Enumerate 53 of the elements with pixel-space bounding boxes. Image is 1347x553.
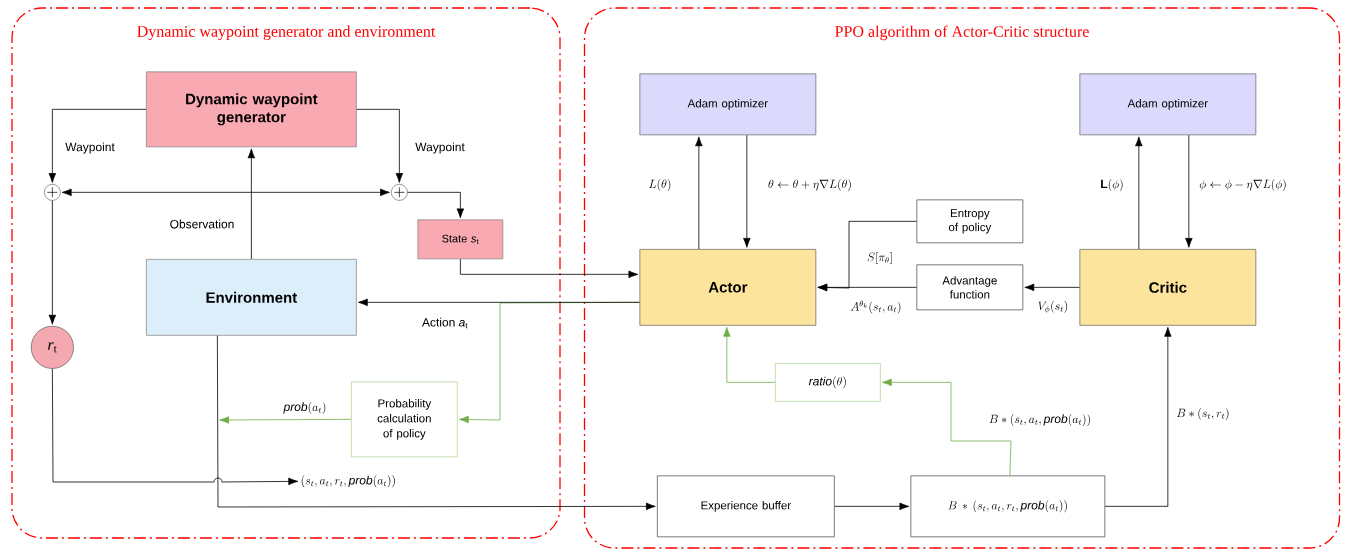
actor-box: Actor: [639, 249, 817, 326]
edge-label: $\theta \leftarrow \theta + \eta\nabla L(\theta)$: [767, 178, 853, 192]
edge-label: $\phi \leftarrow \phi - \eta\nabla L(\phi)$: [1198, 178, 1288, 192]
process-box: Advantage function: [916, 264, 1024, 311]
edge-label: Action a$_{t}$: [420, 316, 470, 330]
arrow: [219, 416, 352, 424]
arrow: [51, 368, 299, 486]
arrow: [358, 298, 640, 307]
arrow: [1135, 136, 1143, 250]
arrow: [356, 108, 404, 183]
generator-box: Dynamic waypoint generator: [146, 71, 357, 148]
sum-junction: [44, 184, 61, 201]
arrow: [407, 191, 465, 219]
edge-label: $S[\pi_\theta]$: [866, 251, 894, 265]
sum-junction: [391, 184, 408, 201]
buffer-box: Experience buffer: [657, 475, 835, 538]
optimizer-box: Adam optimizer: [1079, 73, 1257, 136]
edge-label: Waypoint: [414, 141, 466, 155]
arrow: [48, 108, 147, 183]
state-box: State s$_{t}$: [417, 219, 504, 260]
edge-label: $A^{\theta_k}(s_t, a_t)$: [849, 299, 903, 315]
arrow: [1024, 283, 1080, 292]
buffer-box: $B*(s_t, a_t, r_t, \mathit{prob}(a_t))$: [910, 475, 1106, 538]
environment-box: Environment: [146, 259, 357, 336]
tuple-label: $(s_t, a_t, r_t, \mathit{prob}(a_t))$: [301, 475, 395, 488]
arrow: [247, 148, 256, 260]
arrow: [882, 378, 1012, 476]
process-box: Entropy of policy: [916, 199, 1024, 244]
edge-label: $B*(s_t, a_t, \mathit{prob}(a_t))$: [987, 413, 1093, 427]
arrow: [459, 258, 639, 279]
arrow: [61, 188, 390, 197]
critic-box: Critic: [1079, 249, 1257, 326]
process-box: $\mathit{ratio}(\theta)$: [775, 363, 881, 402]
arrow: [1185, 134, 1193, 248]
edge-label: $\mathbf{L}(\phi)$: [1099, 178, 1125, 192]
arrow: [834, 502, 910, 511]
group-title: Dynamic waypoint generator and environment: [137, 25, 436, 41]
edge-label: $L(\theta)$: [647, 178, 673, 192]
edge-label: $V_\phi(s_t)$: [1036, 299, 1070, 315]
group-title: PPO algorithm of Actor-Critic structure: [835, 25, 1089, 41]
edge-label: Waypoint: [64, 141, 116, 155]
arrow: [216, 335, 656, 511]
edge-label: $B*(s_t, r_t)$: [1175, 407, 1231, 421]
arrow: [817, 283, 917, 292]
arrow: [743, 134, 751, 248]
edge-label: $\mathit{prob}(a_t)$: [282, 401, 328, 415]
arrow: [1104, 327, 1172, 507]
optimizer-box: Adam optimizer: [639, 73, 817, 136]
edge-label: Observation: [168, 218, 236, 230]
process-box: Probability calculation of policy: [351, 381, 458, 458]
arrow: [695, 136, 703, 250]
arrow: [723, 327, 776, 383]
arrow: [48, 200, 57, 325]
